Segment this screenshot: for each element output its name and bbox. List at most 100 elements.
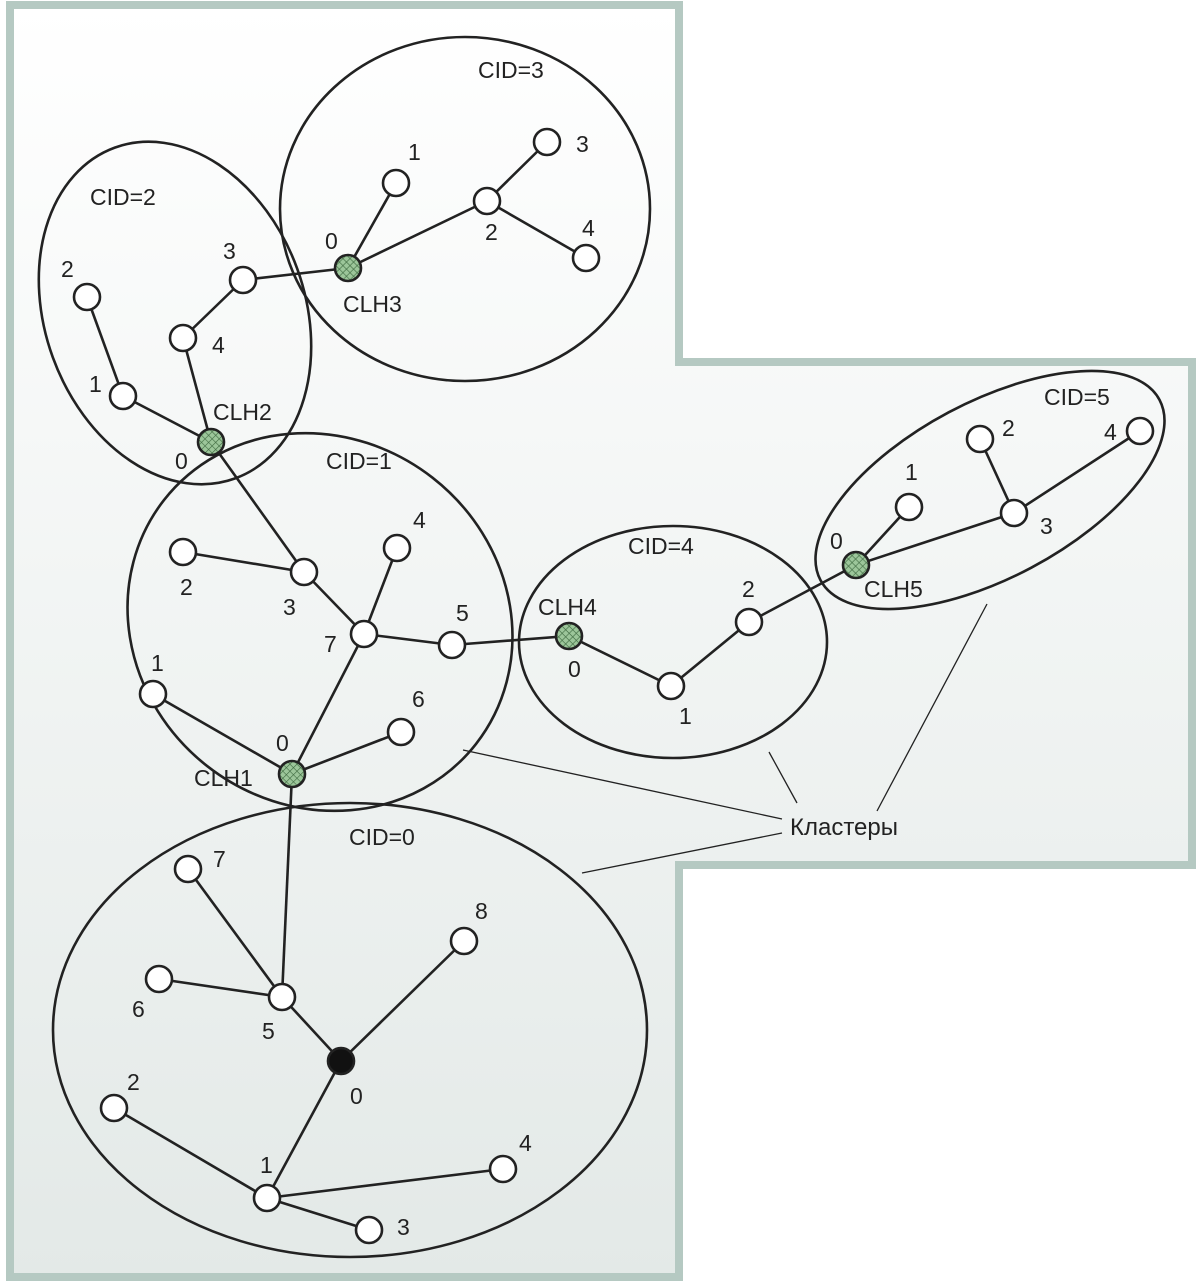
- edge: [346, 182, 398, 269]
- node: [488, 1154, 518, 1184]
- edge: [280, 773, 294, 998]
- clusters-callout-label: Кластеры: [790, 814, 898, 841]
- edge: [122, 394, 212, 444]
- callout-pointers: [462, 603, 988, 874]
- node: [734, 607, 764, 637]
- node: [437, 630, 467, 660]
- edge: [486, 199, 587, 260]
- cluster-label: CID=4: [628, 533, 694, 559]
- cluster-5-boundary: [814, 369, 1166, 611]
- node-label: 4: [1104, 419, 1117, 445]
- edge: [158, 977, 283, 999]
- node-label: 5: [456, 600, 469, 626]
- edge: [113, 1106, 268, 1200]
- node-label: 2: [485, 219, 498, 245]
- node: [168, 537, 198, 567]
- node: [173, 854, 203, 884]
- node-label: 4: [519, 1130, 532, 1156]
- node-label: 1: [151, 650, 164, 676]
- pointer-line-cid1: [462, 749, 783, 820]
- node-label: 4: [212, 332, 225, 358]
- edge: [451, 634, 570, 647]
- edge: [152, 692, 293, 776]
- edge: [186, 868, 284, 998]
- node: [138, 679, 168, 709]
- cluster-head-label: CLH3: [343, 291, 402, 317]
- edge: [182, 550, 305, 574]
- edge: [303, 571, 365, 635]
- node: [99, 1093, 129, 1123]
- node: [894, 492, 924, 522]
- node-label: 0: [175, 448, 188, 474]
- cluster-labels: CID=0 CID=1 CID=2 CID=3 CID=4 CID=5: [90, 57, 1110, 850]
- cluster-4-boundary: [517, 524, 829, 760]
- node-label: 0: [568, 656, 581, 682]
- node-label: 2: [742, 576, 755, 602]
- node: [386, 717, 416, 747]
- node: [381, 168, 411, 198]
- node-label: 1: [260, 1152, 273, 1178]
- edge: [85, 296, 125, 397]
- cluster-label: CID=3: [478, 57, 544, 83]
- cluster-boundaries: [37, 35, 1166, 1259]
- network-region: [6, 1, 1196, 1281]
- node: [1125, 416, 1155, 446]
- root-node: [326, 1046, 356, 1076]
- cluster-head-node: [554, 621, 584, 651]
- node: [168, 323, 198, 353]
- cluster-head-label: CLH1: [194, 765, 253, 791]
- cluster-1-boundary: [126, 431, 514, 813]
- node: [72, 282, 102, 312]
- node-label: 2: [180, 574, 193, 600]
- node-label: 0: [830, 528, 843, 554]
- edge: [265, 1060, 343, 1199]
- cluster-label: CID=5: [1044, 384, 1110, 410]
- cluster-head-labels: CLH1 CLH2 CLH3 CLH4 CLH5: [194, 291, 923, 791]
- cluster-3-boundary: [278, 35, 652, 383]
- edge: [855, 511, 1015, 567]
- edge: [181, 337, 213, 443]
- pointer-line-cid0: [581, 832, 783, 874]
- cluster-head-label: CLH5: [864, 576, 923, 602]
- edge: [209, 441, 306, 573]
- edge: [266, 1196, 370, 1232]
- node: [449, 926, 479, 956]
- cluster-head-node: [196, 427, 226, 457]
- edge: [363, 632, 453, 647]
- node-label: 6: [132, 996, 145, 1022]
- node-label: 1: [905, 459, 918, 485]
- cluster-head-label: CLH4: [538, 594, 597, 620]
- node-label: 7: [213, 846, 226, 872]
- pointer-line-cid4: [768, 751, 798, 804]
- edge: [291, 730, 402, 776]
- cluster-0-boundary: [51, 801, 649, 1259]
- node-label: 4: [582, 215, 595, 241]
- node-label: 7: [324, 631, 337, 657]
- tree-edges: [85, 141, 1141, 1232]
- node: [965, 424, 995, 454]
- node-label: 1: [408, 139, 421, 165]
- node-label: 4: [413, 507, 426, 533]
- node: [571, 243, 601, 273]
- node: [228, 265, 258, 295]
- edge: [670, 620, 750, 688]
- node: [999, 498, 1029, 528]
- node-label: 2: [127, 1069, 140, 1095]
- edge: [290, 633, 366, 775]
- node-label: 3: [576, 131, 589, 157]
- edge: [362, 547, 399, 635]
- node: [472, 186, 502, 216]
- edge: [266, 1167, 504, 1200]
- node: [108, 381, 138, 411]
- tree-nodes: [72, 127, 1155, 1245]
- edge: [568, 634, 672, 688]
- node-label: 2: [61, 256, 74, 282]
- node-label: 0: [325, 228, 338, 254]
- edge: [347, 199, 488, 270]
- edge: [748, 563, 857, 624]
- node-label: 3: [1040, 513, 1053, 539]
- cluster-head-node: [277, 759, 307, 789]
- node: [289, 557, 319, 587]
- cluster-head-label: CLH2: [213, 399, 272, 425]
